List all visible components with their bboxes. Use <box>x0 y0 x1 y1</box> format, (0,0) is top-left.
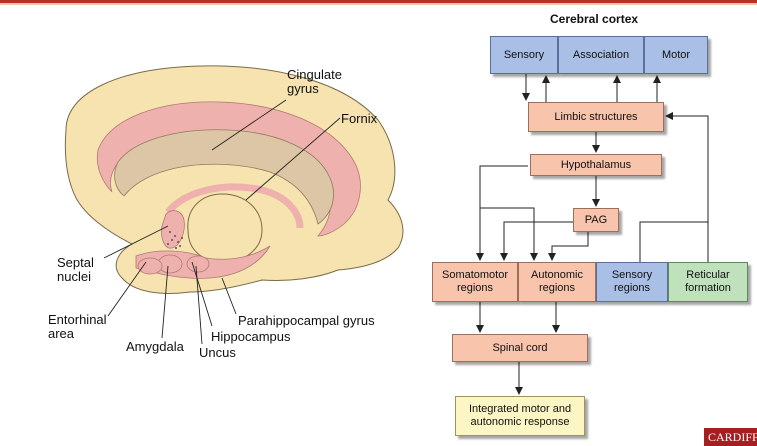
box-pag: PAG <box>573 208 619 232</box>
label-cingulate-gyrus: Cingulate gyrus <box>287 67 342 96</box>
uncus-shape <box>186 255 210 273</box>
cardiff-logo: CARDIFF <box>704 428 757 446</box>
top-border-line <box>0 0 757 3</box>
box-hypothalamus: Hypothalamus <box>530 154 662 176</box>
label-hippocampus: Hippocampus <box>211 329 291 344</box>
brain-illustration <box>64 65 404 294</box>
label-amygdala: Amygdala <box>126 339 184 354</box>
fornix-arc <box>165 183 304 229</box>
box-sensory-regions: Sensory regions <box>596 262 668 302</box>
cerebral-cortex-title: Cerebral cortex <box>550 12 639 26</box>
label-uncus: Uncus <box>199 345 236 360</box>
box-association: Association <box>558 36 644 74</box>
septal-nuclei-area <box>161 210 185 249</box>
label-entorhinal-area: Entorhinal area <box>48 312 107 341</box>
label-septal-nuclei: Septal nuclei <box>57 255 94 284</box>
septal-dots <box>167 231 183 249</box>
box-spinal-cord: Spinal cord <box>452 334 588 362</box>
box-autonomic-regions: Autonomic regions <box>518 262 596 302</box>
box-integrated-response: Integrated motor and autonomic response <box>455 396 585 436</box>
corpus-callosum <box>114 129 334 225</box>
box-reticular-formation: Reticular formation <box>668 262 748 302</box>
thalamus <box>187 193 263 263</box>
hippocampus-shape <box>137 257 163 275</box>
label-parahippocampal-gyrus: Parahippocampal gyrus <box>238 313 375 328</box>
brain-leader-lines <box>103 99 341 345</box>
box-somatomotor-regions: Somatomotor regions <box>432 262 518 302</box>
top-border-shadow <box>0 3 757 5</box>
box-motor: Motor <box>644 36 708 74</box>
box-limbic-structures: Limbic structures <box>528 102 664 132</box>
flowchart-connectors <box>476 74 709 395</box>
box-sensory: Sensory <box>490 36 558 74</box>
label-fornix: Fornix <box>341 111 378 126</box>
